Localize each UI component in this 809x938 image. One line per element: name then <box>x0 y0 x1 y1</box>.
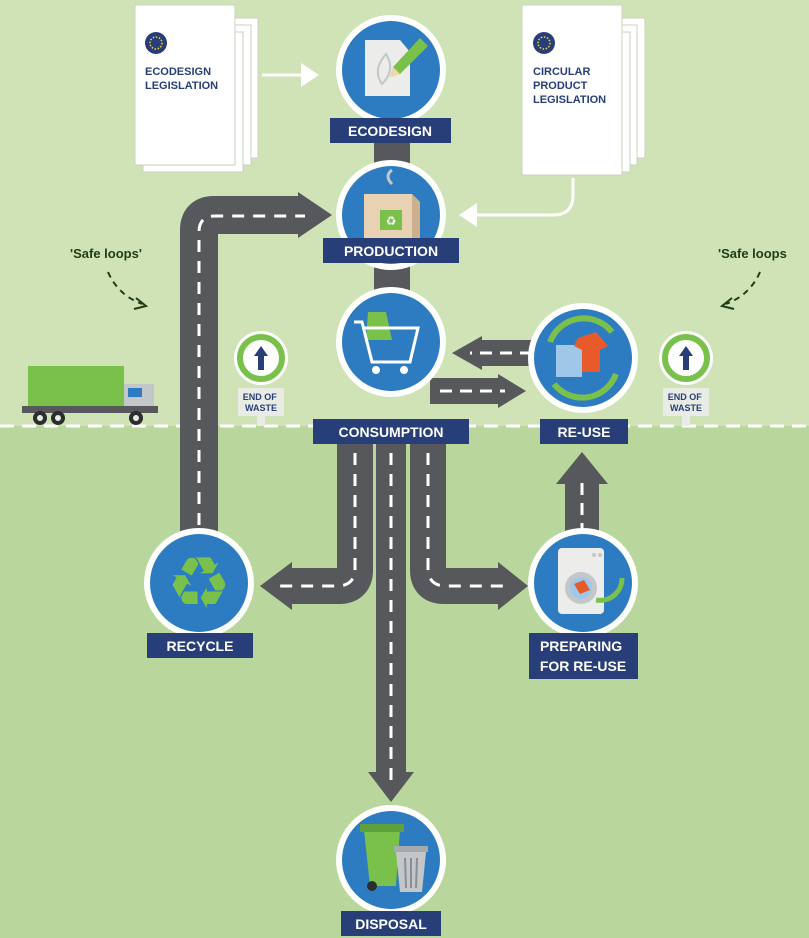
leaf-pencil-icon <box>365 38 428 96</box>
road-to-disposal-head <box>368 772 414 802</box>
road-recycle-loop-head <box>298 192 332 238</box>
eu-flag-icon <box>145 32 167 54</box>
reuse-node <box>528 303 638 413</box>
safe-loops-left-arrow <box>107 271 143 305</box>
consumption-label-box <box>313 419 469 444</box>
recycle-label-box <box>147 633 253 658</box>
circular-legislation-arrow <box>459 178 575 227</box>
circular-legislation-line-3: LEGISLATION <box>533 94 606 106</box>
circular-legislation-line-2: PRODUCT <box>533 80 588 92</box>
end-of-waste-left-line-2: WASTE <box>245 403 277 413</box>
road-recycle-loop-dash <box>197 214 305 525</box>
svg-text:CIRCULAR PRODUCT L: CIRCULAR PRODUCT LEGISLATION <box>533 66 606 106</box>
production-label-box <box>323 238 459 263</box>
safe-loops-right-arrow <box>725 271 761 305</box>
preparing-node <box>528 528 638 638</box>
recycle-node: ♻ <box>144 528 254 638</box>
reuse-label: RE-USE <box>558 424 611 440</box>
bins-icon <box>360 824 428 892</box>
ecodesign-label: ECODESIGN <box>348 123 432 139</box>
road-to-preparing-dash <box>426 432 510 588</box>
eu-flag-icon <box>533 32 555 54</box>
consumption-label: CONSUMPTION <box>339 424 444 440</box>
preparing-label-line-2: FOR RE-USE <box>540 658 626 674</box>
disposal-node <box>336 805 446 915</box>
circular-legislation-line-1: CIRCULAR <box>533 66 590 78</box>
shopping-cart-icon <box>354 312 420 374</box>
end-of-waste-left-line-1: END OF <box>243 392 278 402</box>
recycle-label: RECYCLE <box>167 638 234 654</box>
end-of-waste-right-line-1: END OF <box>668 392 703 402</box>
clothes-cycle-icon <box>547 315 619 401</box>
safe-loops-right-label: 'Safe loops <box>718 246 787 261</box>
end-of-waste-sign-right: END OF WASTE <box>659 331 713 426</box>
road-to-recycle-dash <box>280 432 357 588</box>
road-to-preparing-head <box>498 562 528 610</box>
recycle-icon: ♻ <box>167 541 232 625</box>
svg-text:ECODESIGN LEGISLATION: ECODESIGN LEGISLATION <box>145 66 218 92</box>
road-network <box>180 120 608 802</box>
svg-text:END OF WASTE: END OF WASTE <box>668 392 705 413</box>
ecodesign-legislation-line-1: ECODESIGN <box>145 66 211 78</box>
road-to-recycle-head <box>260 562 292 610</box>
disposal-label: DISPOSAL <box>355 916 427 932</box>
end-of-waste-sign-left: END OF WASTE <box>234 331 288 426</box>
ecodesign-legislation-line-2: LEGISLATION <box>145 80 218 92</box>
svg-text:PREPARING FOR RE-USE: PREPARING FOR RE-USE <box>540 638 626 674</box>
up-arrow-icon <box>679 346 693 370</box>
preparing-label-line-1: PREPARING <box>540 638 622 654</box>
up-arrow-icon <box>254 346 268 370</box>
production-label: PRODUCTION <box>344 243 438 259</box>
ecodesign-label-box <box>330 118 451 143</box>
road-from-reuse-head <box>452 336 482 370</box>
reuse-label-box <box>540 419 628 444</box>
safe-loops-left-label: 'Safe loops' <box>70 246 142 261</box>
svg-text:♻: ♻ <box>386 214 397 228</box>
road-preparing-to-reuse-head <box>556 452 608 484</box>
road-to-disposal <box>376 420 406 775</box>
preparing-label-box <box>529 633 638 679</box>
washing-machine-icon <box>558 548 625 614</box>
road-to-reuse-head <box>498 374 526 408</box>
consumption-node <box>336 287 446 397</box>
truck-icon <box>22 366 158 425</box>
end-of-waste-right-line-2: WASTE <box>670 403 702 413</box>
box-recycle-icon: ♻ <box>364 168 420 246</box>
svg-text:END OF WASTE: END OF WASTE <box>243 392 280 413</box>
safe-loops-right-arrowhead <box>719 297 735 310</box>
circular-product-legislation-document: CIRCULAR PRODUCT LEGISLATION <box>521 4 646 176</box>
disposal-label-box <box>341 911 441 936</box>
ecodesign-legislation-document: ECODESIGN LEGISLATION <box>134 4 259 173</box>
safe-loops-left-arrowhead <box>133 297 149 310</box>
ecodesign-node <box>336 15 446 125</box>
